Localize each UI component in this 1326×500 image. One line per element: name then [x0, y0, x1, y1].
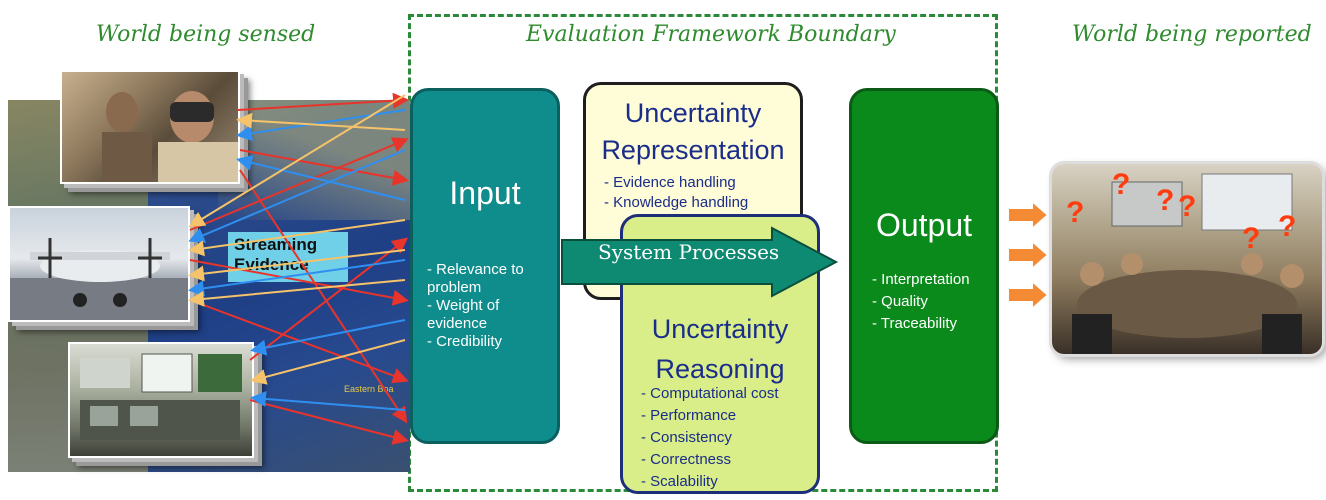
list-item: - Credibility	[427, 333, 503, 350]
list-item: - Weight of evidence	[427, 297, 500, 332]
output-arrow-icon	[1007, 240, 1050, 270]
uncertainty-representation-title: Uncertainty Representation	[601, 98, 785, 165]
aircraft-photo	[8, 206, 190, 322]
evidence-line: Evidence	[234, 255, 309, 274]
output-arrow-icon	[1007, 200, 1050, 230]
uncertainty-reasoning-title: Uncertainty Reasoning	[651, 314, 789, 384]
question-mark-icon: ?	[1066, 196, 1085, 229]
streaming-line: Streaming	[234, 235, 318, 254]
output-box: Output - Interpretation - Quality - Trac…	[849, 88, 999, 444]
system-processes-arrow	[561, 226, 839, 298]
world-sensed-header: World being sensed	[96, 22, 316, 47]
input-title: Input	[449, 175, 521, 211]
system-processes-label: System Processes	[598, 240, 780, 264]
map-label: Eastern Boa	[344, 384, 394, 394]
list-item: - Traceability	[872, 315, 958, 332]
output-title: Output	[875, 207, 973, 243]
question-mark-icon: ?	[1156, 184, 1175, 217]
input-criteria-list: - Relevance to problem - Weight of evide…	[427, 261, 557, 351]
list-item: - Consistency	[641, 429, 732, 446]
question-mark-icon: ?	[1178, 190, 1197, 223]
list-item: - Interpretation	[872, 271, 970, 288]
list-item: - Computational cost	[641, 385, 779, 402]
evidence-arrows	[188, 92, 409, 445]
list-item: - Evidence handling	[604, 174, 736, 191]
streaming-evidence-label: Streaming Evidence	[228, 232, 348, 282]
question-mark-icon: ?	[1112, 168, 1131, 201]
framework-boundary-header: Evaluation Framework Boundary	[526, 22, 896, 47]
binoculars-soldiers-photo	[60, 70, 240, 184]
input-box: Input - Relevance to problem - Weight of…	[410, 88, 560, 444]
representation-criteria-list: - Evidence handling - Knowledge handling	[604, 173, 748, 213]
list-item: - Scalability	[641, 473, 718, 490]
output-arrow-icon	[1007, 280, 1050, 310]
list-item: - Quality	[872, 293, 928, 310]
world-reported-header: World being reported	[1072, 22, 1312, 47]
question-mark-icon: ?	[1278, 210, 1297, 243]
list-item: - Relevance to problem	[427, 261, 524, 296]
control-room-photo	[68, 342, 254, 458]
list-item: - Knowledge handling	[604, 194, 749, 211]
reasoning-criteria-list: - Computational cost - Performance - Con…	[641, 383, 779, 493]
list-item: - Performance	[641, 407, 737, 424]
question-mark-icon: ?	[1242, 222, 1261, 255]
meeting-room-photo: ? ? ? ? ? ?	[1052, 164, 1322, 354]
list-item: - Correctness	[641, 451, 732, 468]
output-criteria-list: - Interpretation - Quality - Traceabilit…	[872, 269, 970, 335]
